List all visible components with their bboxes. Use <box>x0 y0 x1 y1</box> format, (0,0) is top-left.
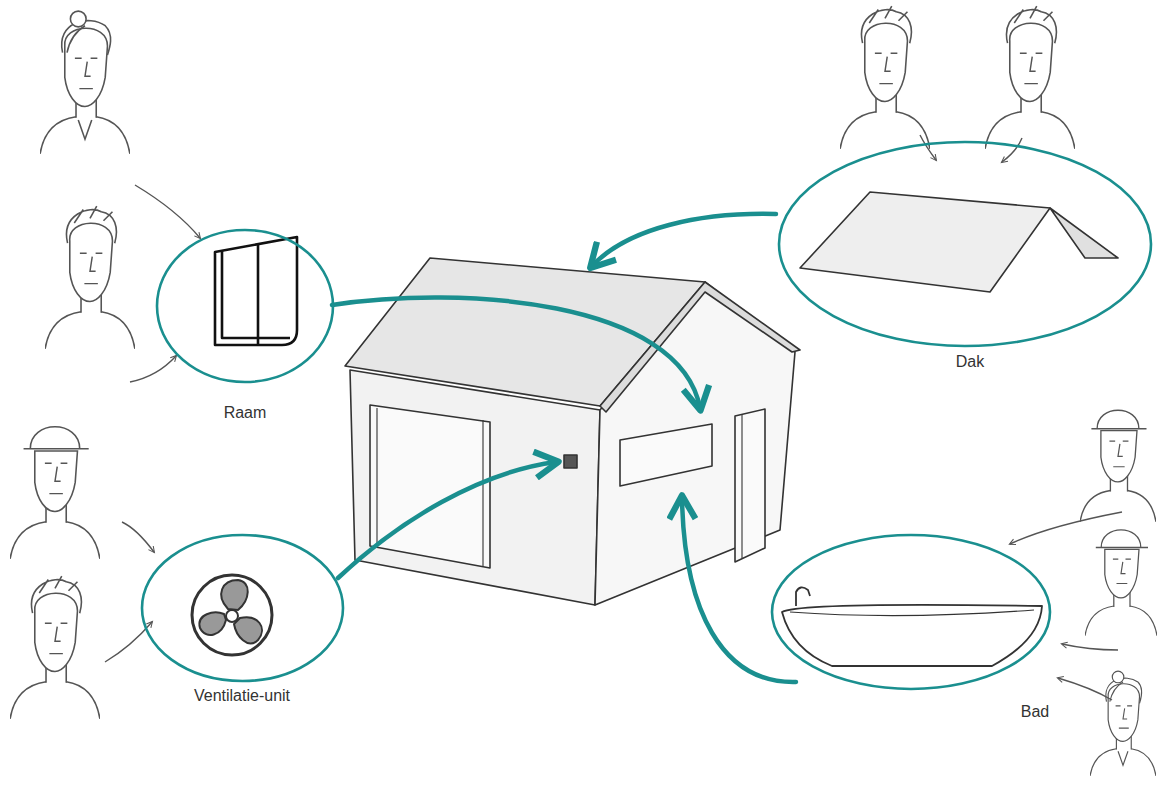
component-label: Dak <box>956 353 984 371</box>
illustration-path <box>790 610 1034 616</box>
illustration-path <box>782 605 1042 666</box>
illustration-polygon <box>345 258 705 406</box>
illustration-use <box>840 6 930 149</box>
illustration-use <box>10 427 100 559</box>
illustration-path <box>257 244 260 345</box>
bathtub-icon <box>782 587 1042 666</box>
illustration-path <box>135 185 200 238</box>
illustration-path <box>592 214 776 266</box>
component-label: Raam <box>224 404 267 422</box>
illustration-path <box>221 580 248 610</box>
window-icon <box>215 237 297 345</box>
circle-outline-shape <box>157 230 333 382</box>
roof-icon <box>800 192 1118 292</box>
illustration-path <box>1002 138 1022 162</box>
illustration-path <box>122 522 154 552</box>
illustration-path <box>199 613 226 635</box>
component-circle: Dak <box>777 140 1153 348</box>
illustration-polygon <box>1050 208 1118 258</box>
illustration-path <box>215 237 297 345</box>
component-circle: Raam <box>155 228 335 384</box>
component-circle: Bad <box>770 533 1052 691</box>
illustration-path <box>1058 678 1112 700</box>
circle-outline-shape <box>142 535 343 681</box>
illustration-path <box>234 617 262 643</box>
illustration-use <box>1090 671 1156 776</box>
illustration-path <box>332 297 700 408</box>
illustration-polygon <box>620 424 712 486</box>
component-label: Bad <box>1021 703 1049 721</box>
component-circle: Ventilatie-unit <box>140 533 345 683</box>
illustration-polygon <box>800 192 1050 292</box>
illustration-polygon <box>600 282 800 412</box>
illustration-rect <box>564 455 577 468</box>
illustration-path <box>920 135 936 160</box>
circle-outline <box>155 228 335 384</box>
illustration-path <box>796 587 810 606</box>
circle-outline <box>140 533 345 683</box>
illustration-use <box>40 11 130 154</box>
fan-icon <box>192 575 272 655</box>
illustration-path <box>222 251 290 338</box>
illustration-use <box>10 576 100 719</box>
illustration-path <box>130 356 176 382</box>
illustration-use <box>1085 530 1157 636</box>
circle-outline-shape <box>779 142 1151 346</box>
circle-outline-shape <box>772 535 1050 689</box>
placement-arrows <box>332 214 796 682</box>
illustration-circle <box>192 575 272 655</box>
illustration-path <box>1062 644 1118 650</box>
pointer-arrows <box>105 135 1122 700</box>
component-label: Ventilatie-unit <box>194 687 290 705</box>
illustration-path <box>1010 512 1122 544</box>
illustration-path <box>741 415 742 558</box>
illustration-path <box>338 462 556 578</box>
illustration-polygon <box>735 409 765 562</box>
circle-outline <box>777 140 1153 348</box>
illustration-use <box>985 6 1075 149</box>
illustration-use <box>1080 410 1156 522</box>
circle-outline <box>770 533 1052 691</box>
illustration-circle <box>226 610 238 622</box>
illustration-use <box>45 206 135 349</box>
people <box>10 6 1157 776</box>
